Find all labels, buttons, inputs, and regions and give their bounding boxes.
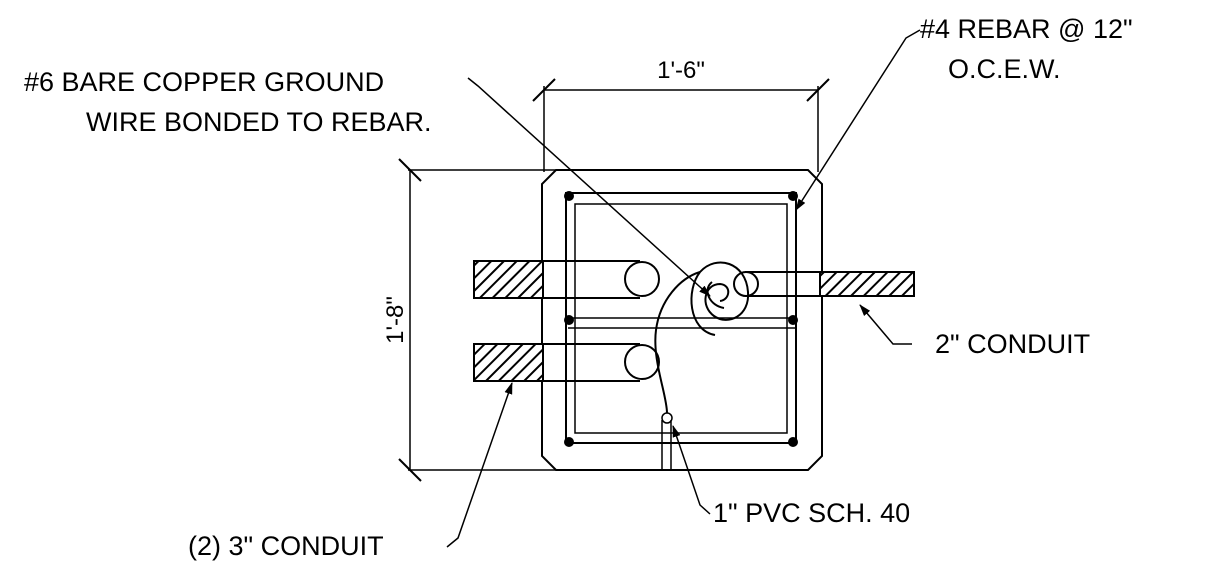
conduit-2in	[733, 271, 915, 297]
dimension-height: 1'-8"	[382, 158, 556, 482]
leader-ground-wire: #6 BARE COPPER GROUND WIRE BONDED TO REB…	[24, 67, 711, 297]
concrete-base-outline	[541, 169, 823, 471]
label-rebar-line1: #4 REBAR @ 12"	[920, 14, 1133, 44]
rebar-dot	[564, 315, 574, 325]
pvc-1in	[654, 271, 701, 470]
conduit-3in-end	[624, 344, 660, 380]
dimension-height-label: 1'-8"	[382, 296, 409, 344]
conduit-3in-bottom	[473, 343, 660, 382]
rebar-dot	[564, 191, 574, 201]
label-ground-wire-line2: WIRE BONDED TO REBAR.	[86, 107, 432, 137]
label-rebar-line2: O.C.E.W.	[948, 54, 1061, 84]
label-conduit-2in: 2" CONDUIT	[935, 329, 1090, 359]
label-ground-wire-line1: #6 BARE COPPER GROUND	[24, 67, 384, 97]
conduit-2in-hatch	[819, 271, 915, 297]
dimension-width-label: 1'-6"	[657, 57, 705, 84]
rebar-dot	[788, 437, 798, 447]
rebar-dots	[564, 191, 798, 447]
conduit-3in-hatch	[473, 260, 544, 299]
leader-rebar: #4 REBAR @ 12" O.C.E.W.	[795, 14, 1133, 211]
conduit-3in-hatch	[473, 343, 544, 382]
pvc-1in-end	[661, 412, 673, 424]
rebar-dot	[788, 315, 798, 325]
leader-conduit-2in: 2" CONDUIT	[859, 304, 1090, 359]
ground-wire-coil	[690, 261, 750, 336]
conduit-3in-end	[624, 261, 660, 297]
rebar-dot	[564, 437, 574, 447]
leader-pvc: 1" PVC SCH. 40	[672, 425, 910, 528]
ground-wire	[654, 271, 701, 414]
conduit-3in-top	[473, 260, 660, 299]
leader-conduit-3in: (2) 3" CONDUIT	[188, 382, 513, 561]
label-pvc: 1" PVC SCH. 40	[713, 498, 910, 528]
conduit-2in-end	[733, 271, 759, 297]
label-conduit-3in: (2) 3" CONDUIT	[188, 531, 384, 561]
dimension-width: 1'-6"	[532, 57, 830, 172]
rebar-dot	[788, 191, 798, 201]
